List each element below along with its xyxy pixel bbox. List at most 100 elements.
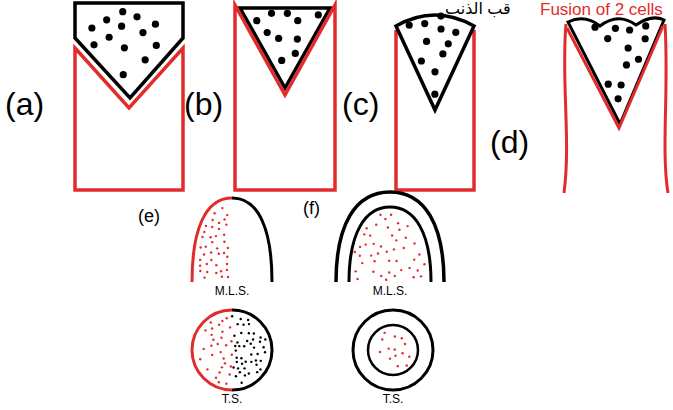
figure-letter: (d) — [490, 124, 529, 161]
cell-dot — [225, 223, 227, 225]
stock-edge — [564, 24, 567, 193]
cell-dot — [88, 24, 95, 31]
figure-letter: (b) — [184, 86, 223, 123]
cell-dot — [379, 351, 381, 353]
cell-dot — [385, 279, 387, 281]
cell-dot — [315, 11, 322, 18]
cell-dot — [218, 228, 220, 230]
cell-dot — [235, 349, 237, 351]
cell-dot — [230, 340, 232, 342]
graft-d — [564, 18, 668, 193]
cell-dot — [199, 246, 201, 248]
cell-dot — [268, 10, 275, 17]
cell-dot — [219, 351, 221, 353]
cell-dot — [397, 365, 399, 367]
cell-dot — [431, 68, 438, 75]
cell-dot — [213, 212, 215, 214]
cell-dot — [626, 26, 633, 33]
cell-dot — [201, 236, 203, 238]
cell-dot — [243, 367, 245, 369]
cell-dot — [210, 334, 212, 336]
cell-dot — [240, 357, 242, 359]
cell-dot — [423, 263, 425, 265]
cell-dot — [205, 225, 207, 227]
cell-dot — [253, 17, 260, 24]
stock — [235, 5, 335, 190]
cell-dot — [437, 25, 444, 32]
cell-dot — [404, 343, 406, 345]
cell-dot — [253, 346, 255, 348]
cell-dot — [246, 340, 248, 342]
cell-dot — [228, 373, 230, 375]
cell-dot — [215, 235, 217, 237]
cell-dot — [231, 315, 233, 317]
cell-dot — [152, 21, 159, 28]
cell-dot — [437, 12, 444, 19]
note-text: Fusion of 2 cells — [540, 0, 663, 20]
cell-dot — [231, 353, 233, 355]
cell-dot — [369, 234, 371, 236]
cell-dot — [380, 245, 382, 247]
cell-dot — [224, 362, 226, 364]
cell-dot — [218, 253, 220, 255]
cell-dot — [211, 241, 213, 243]
cell-dot — [405, 364, 407, 366]
cell-dot — [259, 368, 261, 370]
ts-outline — [192, 310, 232, 390]
cell-dot — [211, 327, 213, 329]
cell-dot — [211, 226, 213, 228]
cell-dot — [226, 317, 228, 319]
ts-outline — [232, 310, 272, 390]
scion — [396, 15, 474, 110]
cell-dot — [418, 57, 425, 64]
cell-dot — [226, 263, 228, 265]
scion — [240, 8, 330, 88]
periclinal-chimera — [336, 192, 444, 390]
cell-dot — [218, 222, 220, 224]
cell-dot — [373, 243, 375, 245]
cell-dot — [142, 56, 149, 63]
cell-dot — [232, 366, 234, 368]
cell-dot — [218, 381, 220, 383]
cell-dot — [206, 368, 208, 370]
cell-dot — [375, 224, 377, 226]
cell-dot — [206, 271, 208, 273]
cell-dot — [364, 243, 366, 245]
cell-dot — [259, 341, 261, 343]
cell-dot — [204, 329, 206, 331]
cell-dot — [120, 71, 127, 78]
cell-dot — [229, 326, 231, 328]
cell-dot — [225, 383, 227, 385]
cell-dot — [223, 252, 225, 254]
cell-dot — [244, 374, 246, 376]
cell-dot — [210, 259, 212, 261]
cell-dot — [413, 258, 415, 260]
figure-letter: (f) — [303, 198, 320, 219]
cell-dot — [260, 360, 262, 362]
cell-dot — [248, 372, 250, 374]
cell-dot — [221, 207, 223, 209]
cell-dot — [203, 253, 205, 255]
cell-dot — [413, 242, 415, 244]
cell-dot — [377, 252, 379, 254]
cell-dot — [623, 61, 630, 68]
cell-dot — [103, 16, 110, 23]
cell-dot — [199, 270, 201, 272]
cell-dot — [605, 81, 612, 88]
cell-dot — [223, 233, 225, 235]
cell-dot — [218, 371, 220, 373]
cell-dot — [240, 318, 242, 320]
scion — [75, 3, 183, 98]
cell-dot — [387, 226, 389, 228]
cell-dot — [236, 361, 238, 363]
cell-dot — [635, 56, 642, 63]
cell-dot — [233, 334, 235, 336]
cell-dot — [223, 241, 225, 243]
cell-dot — [121, 44, 128, 51]
cell-dot — [248, 332, 250, 334]
cell-dot — [223, 218, 225, 220]
section-label: M.L.S. — [373, 285, 408, 299]
cell-dot — [604, 35, 611, 42]
figure-letter: (e) — [138, 206, 160, 227]
